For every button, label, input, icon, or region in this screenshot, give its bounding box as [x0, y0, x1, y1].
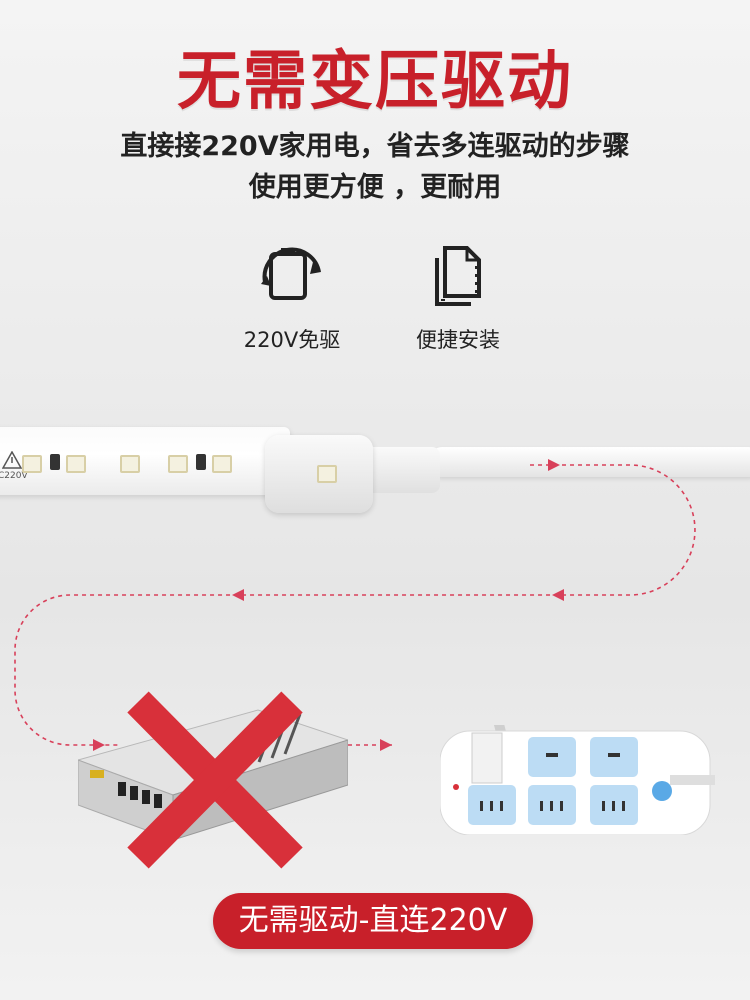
led-chip	[168, 455, 188, 473]
power-cable	[430, 447, 750, 477]
subtitle-line-1: 直接接220V家用电，省去多连驱动的步骤	[120, 131, 630, 162]
strip-connector	[265, 435, 373, 513]
resistor	[196, 454, 206, 470]
led-strip: C220V	[0, 427, 290, 495]
power-strip	[440, 725, 715, 835]
battery-refresh-icon	[261, 247, 321, 300]
led-chip	[212, 455, 232, 473]
document-copy-icon	[435, 246, 481, 306]
arrow-right-icon	[380, 739, 392, 751]
feature-label: 便捷安装	[416, 328, 500, 352]
arrow-left-icon	[552, 589, 564, 601]
led-chip	[120, 455, 140, 473]
feature-no-driver: 220V免驱	[212, 240, 372, 354]
strip-print: C220V	[0, 471, 28, 481]
feature-easy-install: 便捷安装	[378, 240, 538, 354]
warning-triangle-icon	[2, 451, 22, 469]
led-chip	[317, 465, 337, 483]
arrow-left-icon	[232, 589, 244, 601]
subtitle-line-2: 使用更方便 ，更耐用	[248, 172, 502, 203]
led-chip	[66, 455, 86, 473]
end-sleeve	[360, 447, 440, 493]
feature-label: 220V免驱	[243, 328, 341, 352]
led-chip	[22, 455, 42, 473]
arrow-right-icon	[548, 459, 560, 471]
no-driver-badge: 无需驱动-直连220V	[213, 893, 533, 949]
cross-icon	[127, 691, 303, 869]
resistor	[50, 454, 60, 470]
arrow-right-icon	[93, 739, 105, 751]
headline: 无需变压驱动	[177, 45, 573, 119]
